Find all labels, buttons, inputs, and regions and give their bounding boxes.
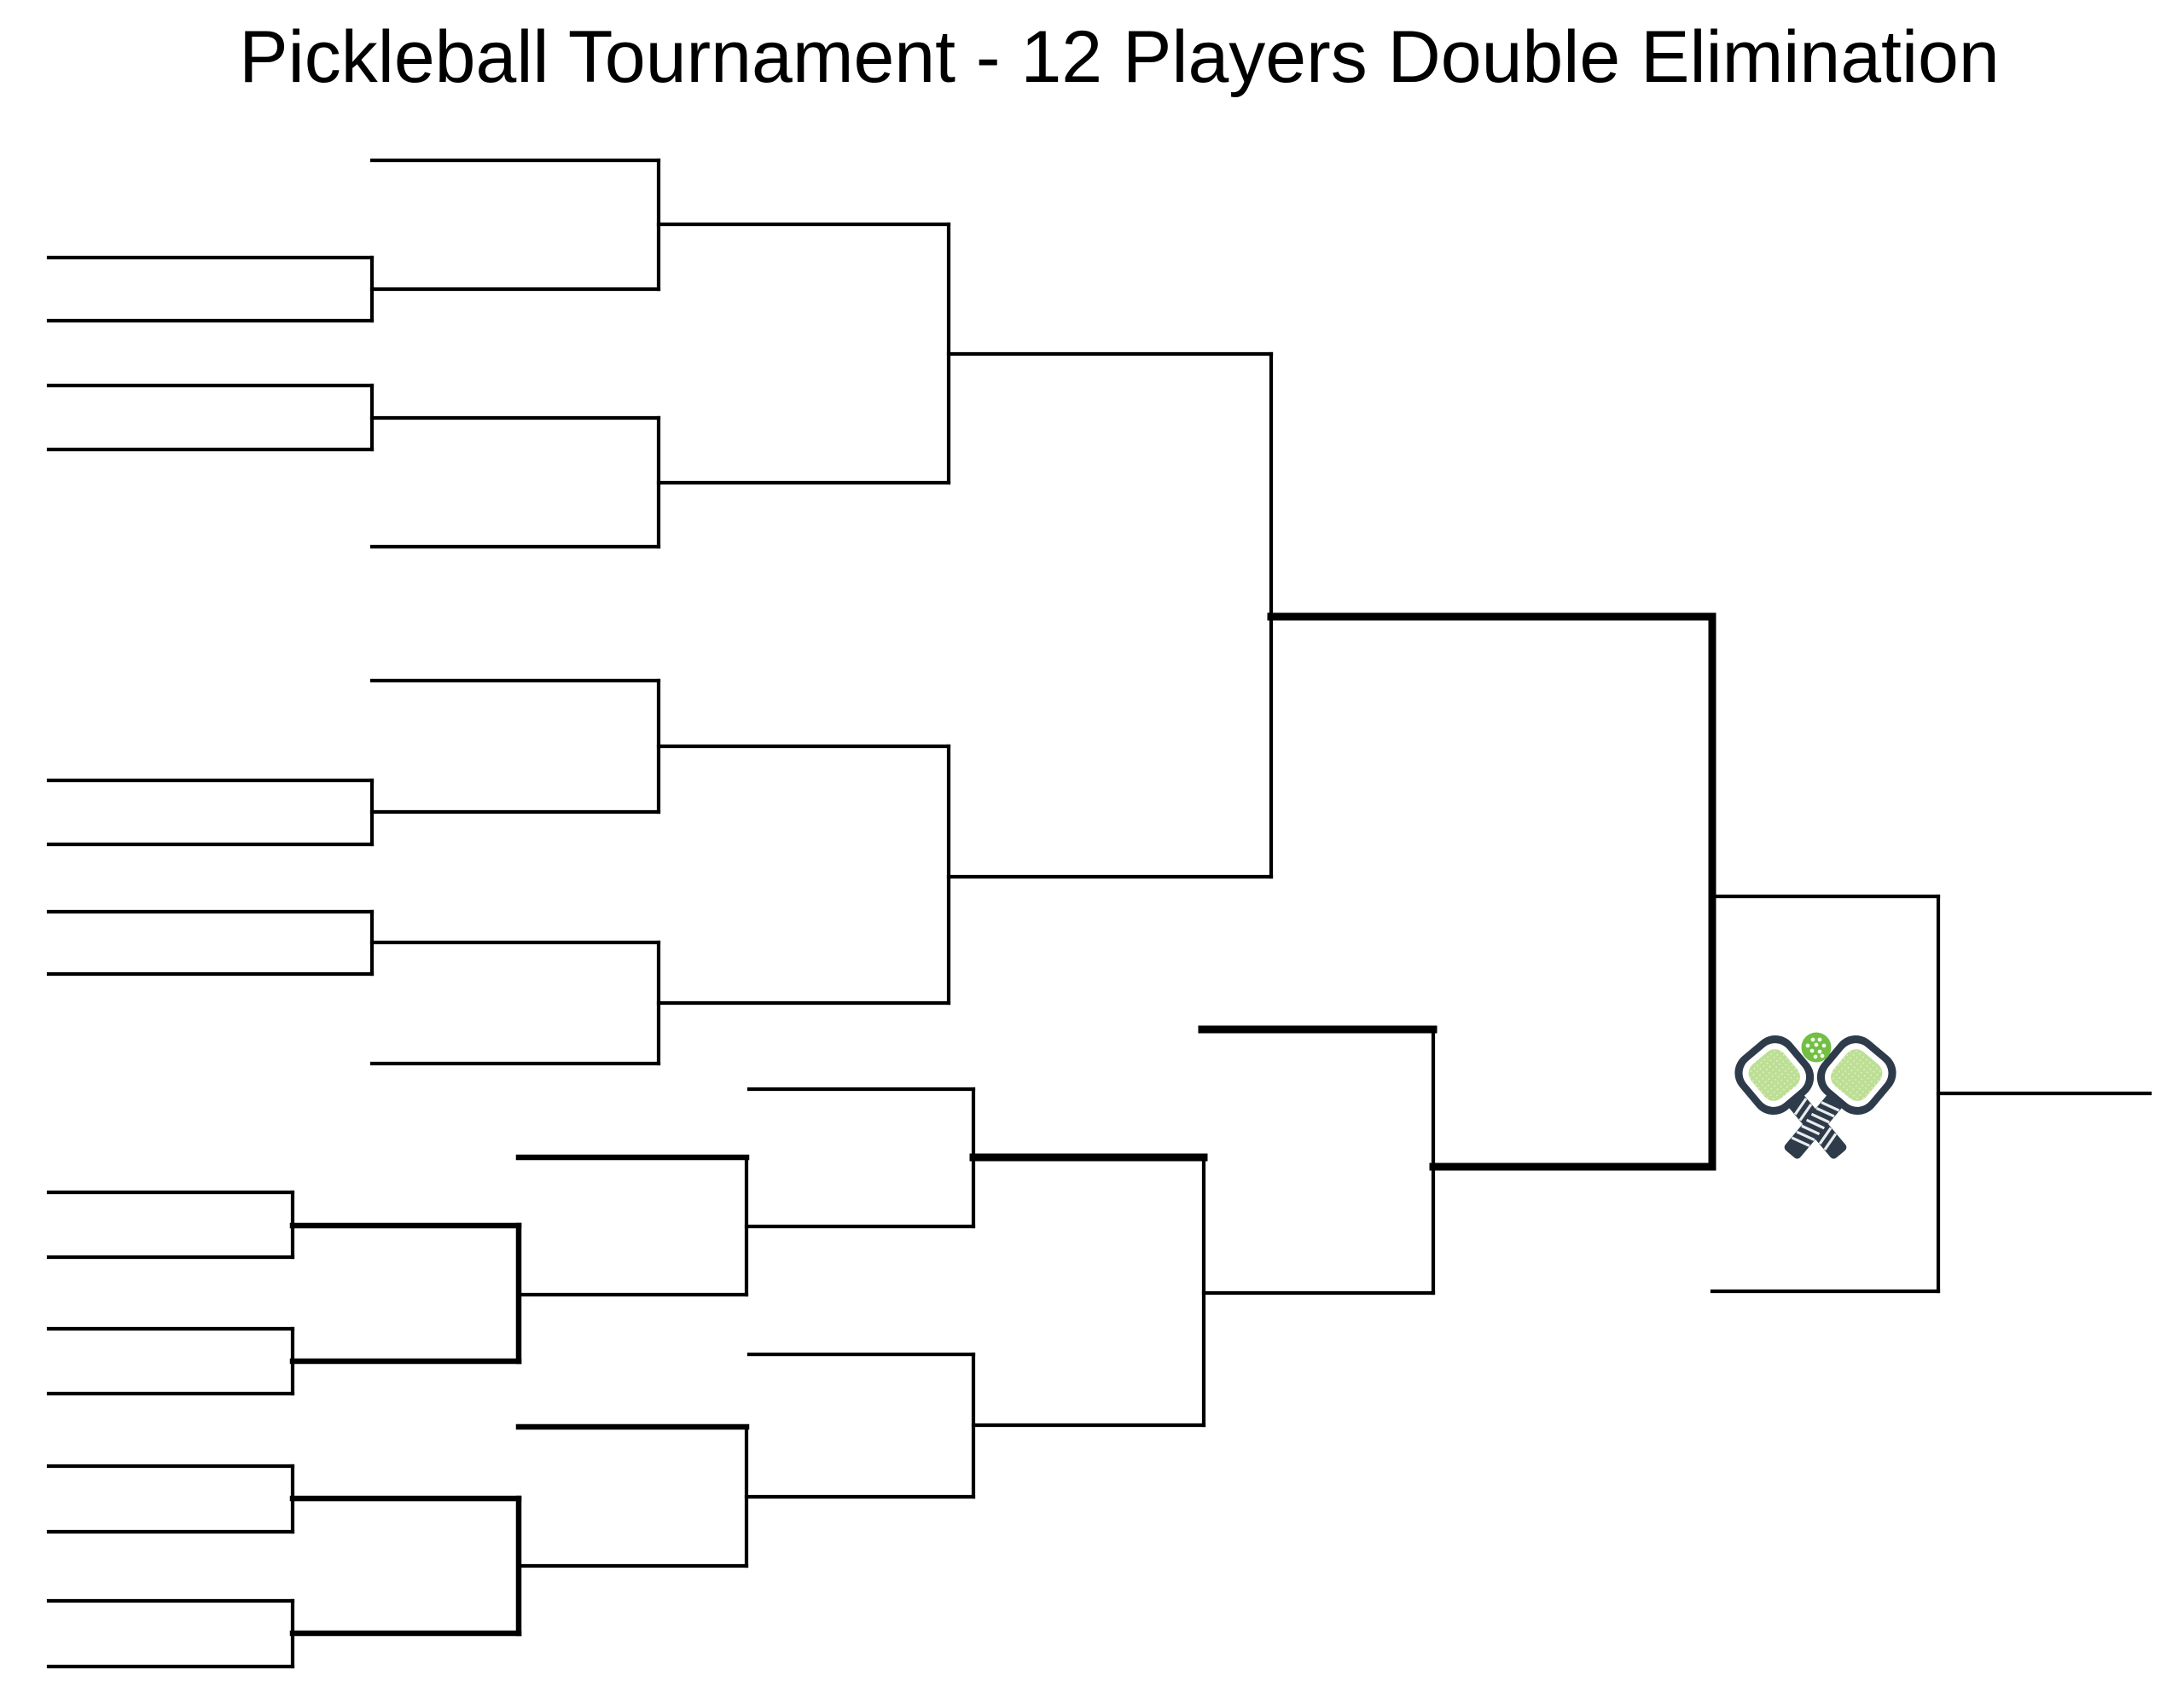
paddle-right-face xyxy=(1831,1049,1883,1101)
pickleball-paddles-icon xyxy=(1734,1032,1896,1159)
paddle-left-face xyxy=(1748,1049,1800,1101)
bracket-lines xyxy=(46,158,2152,1669)
ball-hole-3 xyxy=(1814,1042,1819,1047)
ball-hole-5 xyxy=(1809,1048,1815,1053)
ball-hole-1 xyxy=(1817,1037,1822,1042)
paddle-right xyxy=(1784,1035,1896,1159)
ball-hole-8 xyxy=(1820,1053,1825,1058)
ball-hole-4 xyxy=(1821,1043,1827,1048)
ball-hole-0 xyxy=(1810,1037,1815,1042)
paddle-right-handle-stripes xyxy=(1791,1101,1840,1147)
pickleball-ball-icon xyxy=(1801,1032,1832,1063)
page-title: Pickleball Tournament - 12 Players Doubl… xyxy=(239,16,1999,98)
ball-hole-6 xyxy=(1817,1049,1822,1054)
ball-hole-2 xyxy=(1805,1043,1810,1048)
ball-holes xyxy=(1805,1037,1827,1059)
ball-hole-7 xyxy=(1813,1054,1818,1059)
